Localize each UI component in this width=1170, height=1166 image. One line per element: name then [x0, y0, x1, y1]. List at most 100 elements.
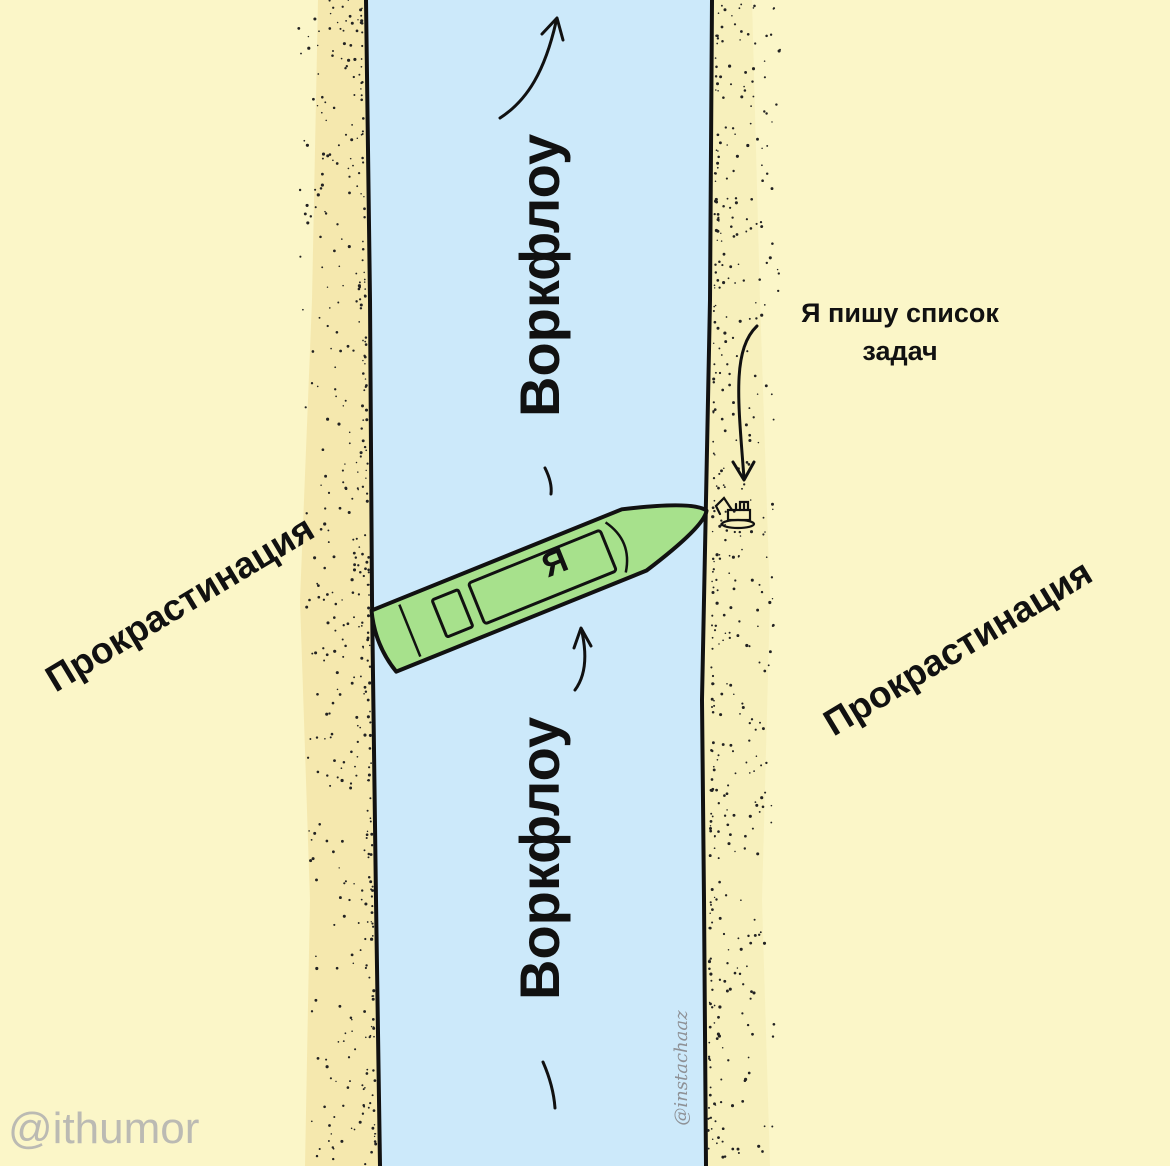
- sand-dot: [728, 631, 731, 634]
- sand-dot: [751, 827, 754, 830]
- sand-dot: [360, 14, 363, 17]
- sand-dot: [709, 825, 712, 827]
- sand-dot: [714, 228, 718, 233]
- sand-dot: [716, 213, 720, 216]
- sand-dot: [306, 221, 310, 225]
- sand-dot: [763, 110, 766, 113]
- sand-dot: [372, 995, 375, 997]
- sand-dot: [710, 979, 713, 982]
- sand-dot: [337, 422, 341, 426]
- sand-dot: [713, 699, 715, 702]
- sand-dot: [717, 216, 720, 219]
- sand-dot: [716, 589, 719, 592]
- sand-dot: [711, 1006, 714, 1009]
- sand-dot: [350, 681, 354, 685]
- sand-dot: [361, 247, 365, 251]
- sand-dot: [305, 512, 308, 515]
- sand-dot: [718, 347, 721, 350]
- sand-dot: [711, 1138, 714, 1141]
- sand-dot: [366, 638, 370, 642]
- workflow-label-top: Воркфлоу: [508, 133, 571, 417]
- sand-dot: [712, 765, 715, 768]
- sand-dot: [738, 530, 742, 534]
- sand-dot: [335, 966, 339, 970]
- sand-dot: [349, 786, 353, 790]
- sand-dot: [363, 389, 366, 392]
- sand-dot: [712, 309, 715, 313]
- sand-dot: [713, 499, 716, 502]
- sand-dot: [328, 307, 331, 309]
- sand-dot: [741, 702, 744, 705]
- sand-dot: [714, 75, 718, 78]
- sand-dot: [341, 638, 344, 641]
- sand-dot: [716, 37, 720, 40]
- sand-dot: [738, 620, 741, 623]
- sand-dot: [759, 220, 763, 224]
- sand-dot: [711, 580, 713, 583]
- sand-dot: [719, 1100, 723, 1104]
- sand-dot: [331, 1146, 334, 1149]
- sand-dot: [715, 34, 718, 37]
- sand-dot: [371, 1018, 375, 1021]
- sand-dot: [313, 556, 317, 560]
- sand-dot: [318, 30, 320, 33]
- sand-dot: [708, 926, 711, 930]
- sand-dot: [308, 830, 310, 832]
- sand-dot: [747, 463, 751, 466]
- sand-dot: [342, 284, 344, 287]
- sand-dot: [359, 571, 362, 574]
- sand-dot: [365, 449, 368, 452]
- sand-dot: [743, 89, 747, 92]
- sand-dot: [715, 1037, 719, 1040]
- sand-dot: [338, 867, 340, 869]
- sand-dot: [362, 359, 364, 362]
- sand-dot: [732, 169, 735, 173]
- sand-dot: [708, 1057, 711, 1060]
- sand-dot: [319, 187, 323, 190]
- sand-dot: [354, 556, 358, 559]
- sand-dot: [320, 484, 322, 487]
- sand-dot: [353, 94, 356, 96]
- sand-dot: [716, 42, 719, 45]
- sand-dot: [716, 279, 720, 282]
- sand-dot: [326, 286, 329, 288]
- sand-dot: [741, 548, 743, 551]
- sand-dot: [711, 515, 714, 519]
- sand-dot: [708, 854, 712, 858]
- sand-dot: [363, 278, 366, 281]
- sand-dot: [745, 230, 748, 233]
- sand-dot: [364, 385, 367, 389]
- sand-dot: [758, 661, 761, 664]
- sand-dot: [353, 563, 356, 567]
- sand-dot: [752, 991, 756, 995]
- sand-dot: [734, 201, 738, 205]
- sand-dot: [352, 568, 357, 572]
- sand-dot: [723, 486, 726, 489]
- sand-dot: [368, 665, 372, 668]
- sand-dot: [361, 404, 364, 408]
- sand-dot: [314, 998, 318, 1002]
- sand-dot: [758, 278, 761, 281]
- sand-dot: [360, 21, 364, 25]
- sand-dot: [748, 721, 751, 725]
- sand-dot: [718, 472, 721, 475]
- sand-dot: [346, 1086, 350, 1089]
- sand-dot: [297, 26, 301, 30]
- sand-dot: [737, 1151, 740, 1155]
- sand-dot: [745, 461, 749, 464]
- sand-dot: [753, 4, 756, 8]
- sand-dot: [365, 469, 367, 472]
- right-bank-shade: [702, 0, 770, 1166]
- sand-dot: [329, 12, 332, 15]
- sand-dot: [748, 739, 751, 742]
- sand-dot: [322, 647, 325, 650]
- sand-dot: [316, 692, 319, 696]
- sand-dot: [739, 713, 741, 715]
- sand-dot: [336, 776, 339, 779]
- sand-dot: [335, 1080, 337, 1083]
- sand-dot: [723, 331, 727, 335]
- sand-dot: [343, 882, 346, 885]
- sand-dot: [729, 743, 733, 747]
- sand-dot: [342, 29, 345, 32]
- sand-dot: [741, 1012, 744, 1015]
